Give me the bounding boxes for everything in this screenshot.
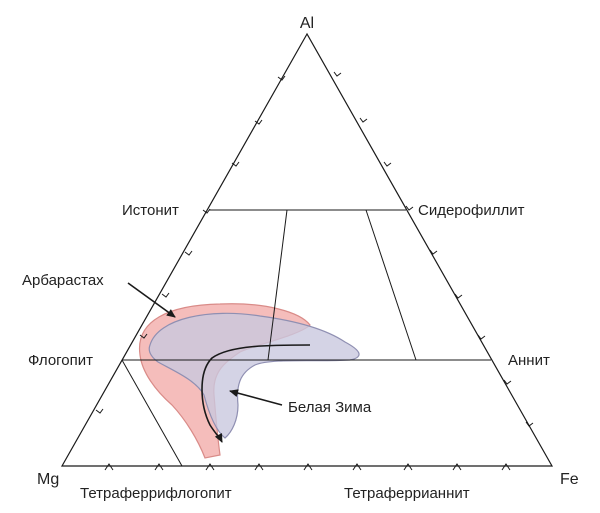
tick-mark — [202, 208, 211, 214]
tick-mark — [184, 250, 193, 256]
tick-mark — [95, 408, 104, 414]
tick-mark — [477, 334, 486, 340]
siderophyllite-label: Сидерофиллит — [418, 202, 525, 219]
tick-mark — [383, 161, 392, 167]
tetraferriphlogopite-label: Тетраферрифлогопит — [80, 485, 232, 502]
tick-mark — [303, 463, 313, 471]
tick-mark — [104, 463, 114, 471]
tick-mark — [254, 119, 263, 125]
tick-mark — [405, 205, 414, 211]
tick-mark — [403, 463, 413, 471]
annite-label: Аннит — [508, 352, 550, 369]
divider-line-3 — [121, 359, 183, 467]
vertex-mg-label: Mg — [37, 471, 59, 488]
vertex-fe-label: Fe — [560, 471, 579, 488]
tetraferriannite-label: Тетраферрианнит — [344, 485, 470, 502]
istonite-label: Истонит — [122, 202, 179, 219]
divider-line-2 — [365, 209, 417, 361]
divider-line-1 — [267, 209, 288, 361]
tick-mark — [154, 463, 164, 471]
phlogopite-label: Флогопит — [28, 352, 93, 369]
tick-mark — [205, 463, 215, 471]
arbarastakh-pointer-arrow — [127, 282, 176, 318]
tick-mark — [454, 293, 463, 299]
belaya-zima-label: Белая Зима — [288, 399, 372, 416]
vertex-al-label: Al — [300, 15, 314, 32]
tick-mark — [254, 463, 264, 471]
tick-mark — [231, 161, 240, 167]
tick-mark — [352, 463, 362, 471]
tick-mark — [277, 75, 286, 81]
tick-mark — [452, 463, 462, 471]
tick-mark — [525, 421, 534, 427]
tick-mark — [503, 379, 512, 385]
tick-marks — [95, 71, 534, 471]
arbarastakh-label: Арбарастах — [22, 272, 104, 289]
tick-mark — [359, 117, 368, 123]
tick-mark — [161, 292, 170, 298]
trend-arrow — [201, 344, 311, 443]
tick-mark — [139, 333, 148, 339]
tick-mark — [333, 71, 342, 77]
tick-mark — [429, 249, 438, 255]
tick-mark — [501, 463, 511, 471]
belaya-zima-pointer-arrow — [229, 389, 283, 406]
